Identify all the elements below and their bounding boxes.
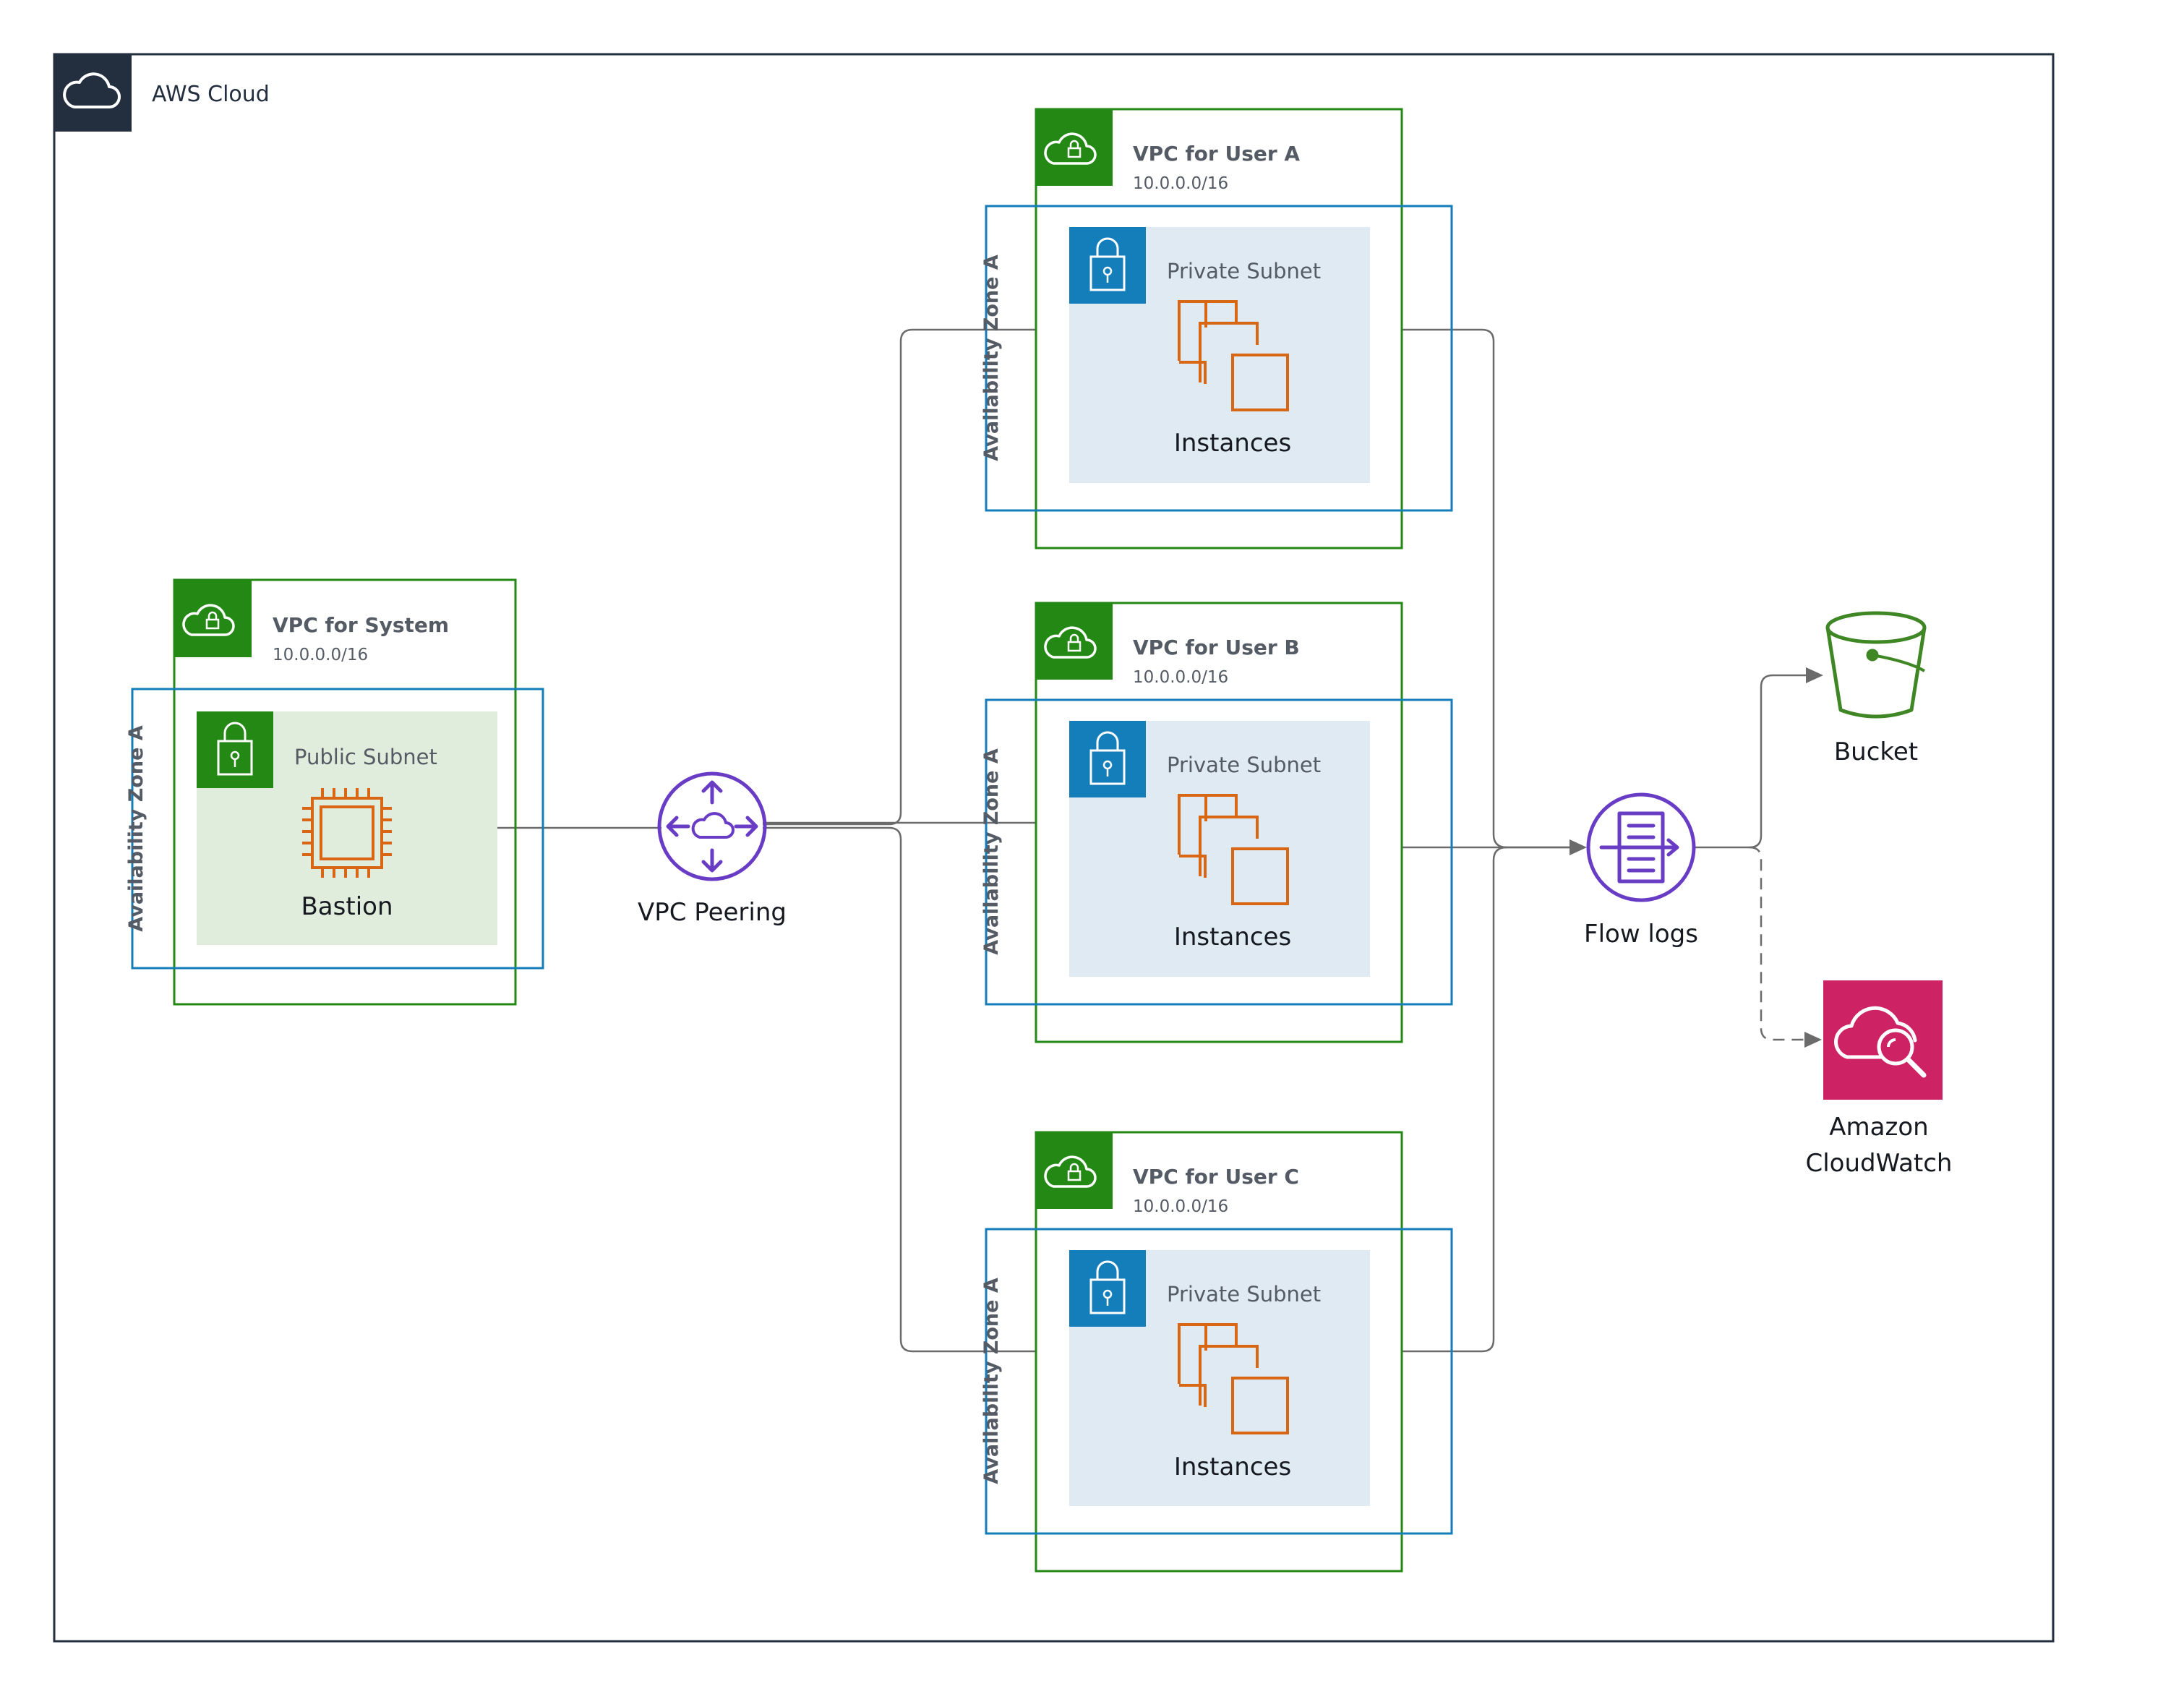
flow-logs-node: Flow logs — [1584, 792, 1698, 949]
vpc-a-instances-label: Instances — [1174, 429, 1291, 458]
aws-cloud-group: AWS Cloud — [53, 53, 2055, 1643]
system-vpc-group: VPC for System 10.0.0.0/16 Availability … — [125, 578, 544, 1006]
vpc-c-to-flowlogs-line — [1403, 846, 1507, 1353]
vpc-a-name: VPC for User A — [1133, 142, 1300, 166]
system-az-border — [131, 688, 544, 970]
vpc-a-az-label: Availability Zone A — [980, 254, 1003, 461]
lock-icon — [1069, 227, 1146, 304]
vpc-b-subnet-label: Private Subnet — [1167, 753, 1321, 777]
s3-bucket-icon — [1825, 611, 1927, 719]
system-az-label: Availability Zone A — [125, 725, 147, 932]
vpc-c-border — [1035, 1131, 1403, 1573]
vpc-icon — [1036, 1132, 1113, 1209]
lock-icon — [197, 711, 273, 788]
ec2-instance-icon — [302, 788, 392, 878]
peering-to-vpc-c-line — [763, 826, 1036, 1353]
vpc-c-instances-label: Instances — [1174, 1453, 1291, 1481]
aws-cloud-title: AWS Cloud — [152, 82, 270, 107]
vpc-a-az-border — [985, 205, 1453, 512]
cloudwatch-arrowhead — [1804, 1032, 1822, 1048]
ec2-instances-icon — [1178, 1323, 1289, 1434]
lock-icon — [1069, 721, 1146, 797]
vpc-peering-node: VPC Peering — [638, 771, 787, 927]
user-vpc-a-group: VPC for User A 10.0.0.0/16 Availability … — [980, 108, 1453, 549]
ec2-instances-icon — [1178, 794, 1289, 905]
vpc-icon — [1036, 109, 1113, 186]
cloudwatch-label-line1: Amazon — [1829, 1113, 1928, 1142]
vpc-a-border — [1035, 108, 1403, 549]
cloudwatch-label-line2: CloudWatch — [1806, 1149, 1953, 1178]
vpc-b-az-border — [985, 698, 1453, 1006]
vpc-icon — [1036, 603, 1113, 680]
ec2-instances-icon — [1178, 300, 1289, 411]
lock-icon — [1069, 1250, 1146, 1327]
flow-logs-icon — [1586, 792, 1696, 902]
vpc-a-to-flowlogs-line — [1403, 328, 1572, 849]
vpc-c-subnet-label: Private Subnet — [1167, 1282, 1321, 1306]
user-vpc-c-group: VPC for User C 10.0.0.0/16 Availability … — [980, 1131, 1453, 1573]
bucket-label: Bucket — [1834, 737, 1918, 766]
vpc-b-name: VPC for User B — [1133, 636, 1300, 659]
vpc-b-az-label: Availability Zone A — [980, 748, 1003, 955]
vpc-a-subnet-label: Private Subnet — [1167, 259, 1321, 283]
bucket-node: Bucket — [1825, 611, 1927, 766]
vpc-icon — [174, 580, 252, 657]
cloud-icon — [54, 54, 132, 132]
bastion-label: Bastion — [301, 892, 393, 921]
vpc-b-cidr: 10.0.0.0/16 — [1133, 668, 1228, 687]
flow-logs-label: Flow logs — [1584, 920, 1698, 949]
vpc-c-az-label: Availability Zone A — [980, 1278, 1003, 1484]
system-vpc-border — [173, 578, 517, 1006]
bucket-arrowhead — [1806, 667, 1823, 683]
system-vpc-name: VPC for System — [273, 613, 449, 637]
flowlogs-to-cloudwatch-line — [1749, 846, 1804, 1041]
system-vpc-cidr: 10.0.0.0/16 — [273, 646, 368, 664]
connectors — [496, 328, 1823, 1353]
vpc-peering-icon — [657, 771, 767, 881]
vpc-peering-label: VPC Peering — [638, 898, 787, 927]
vpc-b-border — [1035, 602, 1403, 1043]
user-vpc-b-group: VPC for User B 10.0.0.0/16 Availability … — [980, 602, 1453, 1043]
vpc-c-name: VPC for User C — [1133, 1165, 1299, 1189]
vpc-b-instances-label: Instances — [1174, 923, 1291, 951]
vpc-c-az-border — [985, 1228, 1453, 1535]
vpc-c-cidr: 10.0.0.0/16 — [1133, 1197, 1228, 1216]
flowlogs-to-bucket-line — [1695, 674, 1807, 849]
cloudwatch-icon — [1823, 980, 1943, 1100]
public-subnet-label: Public Subnet — [294, 745, 437, 769]
vpc-a-cidr: 10.0.0.0/16 — [1133, 174, 1228, 193]
flowlogs-arrowhead — [1570, 839, 1587, 855]
cloudwatch-node: Amazon CloudWatch — [1806, 980, 1953, 1178]
